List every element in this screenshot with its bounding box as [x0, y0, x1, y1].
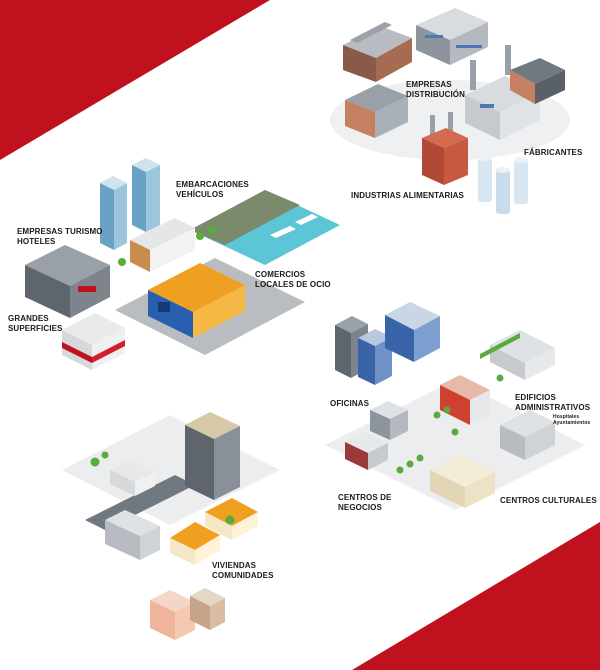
label-line: NEGOCIOS: [338, 503, 382, 512]
industry-cluster: [330, 8, 570, 214]
label-line: GRANDES: [8, 314, 49, 323]
label-embarcaciones-vehiculos: EMBARCACIONES VEHÍCULOS: [176, 180, 249, 200]
house-orange-icon: [170, 498, 258, 565]
label-line: Ayuntamientos: [553, 420, 591, 426]
label-line: SUPERFICIES: [8, 324, 63, 333]
label-line: INDUSTRIAS ALIMENTARIAS: [351, 191, 464, 200]
label-line: EMBARCACIONES: [176, 180, 249, 189]
town-hall-icon: [500, 410, 555, 460]
label-oficinas: OFICINAS: [330, 399, 369, 409]
big-box-store-icon: [25, 245, 110, 318]
label-edificios-administrativos: EDIFICIOS ADMINISTRATIVOS: [515, 393, 590, 413]
housing-cluster: [62, 412, 280, 640]
label-line: FÁBRICANTES: [524, 148, 583, 157]
residential-block-icon: [105, 510, 160, 560]
apartment-tower-icon: [185, 412, 240, 500]
villa-icon: [110, 460, 155, 496]
office-tower-icon: [335, 302, 440, 385]
label-line: CENTROS CULTURALES: [500, 496, 597, 505]
label-line: VIVIENDAS: [212, 561, 257, 570]
boat-icon: [270, 214, 318, 238]
label-centros-culturales: CENTROS CULTURALES: [500, 496, 597, 506]
business-center-icon: [345, 401, 408, 470]
label-line: COMERCIOS: [255, 270, 306, 279]
label-centros-negocios: CENTROS DE NEGOCIOS: [338, 493, 391, 513]
label-grandes-superficies: GRANDES SUPERFICIES: [8, 314, 62, 334]
cultural-center-icon: [430, 455, 495, 508]
harbor-ground: [190, 190, 340, 265]
housing-ground: [62, 415, 280, 525]
hotel-building-icon: [130, 218, 195, 272]
label-empresas-turismo-hoteles: EMPRESAS TURISMO HOTELES: [17, 227, 103, 247]
label-line: EMPRESAS TURISMO: [17, 227, 103, 236]
small-store-icon: [62, 313, 125, 370]
label-empresas-distribucion: EMPRESAS DISTRIBUCIÓN: [406, 80, 465, 100]
silo-icon: [478, 155, 528, 214]
label-line: LOCALES DE OCIO: [255, 280, 331, 289]
label-viviendas-comunidades: VIVIENDAS COMUNIDADES: [212, 561, 274, 581]
fire-station-icon: [440, 375, 490, 425]
label-line: ADMINISTRATIVOS: [515, 403, 591, 412]
chimney-factory-icon: [465, 45, 565, 140]
label-industrias-alimentarias: INDUSTRIAS ALIMENTARIAS: [351, 191, 464, 201]
label-line: EMPRESAS: [406, 80, 452, 89]
label-comercios-locales-ocio: COMERCIOS LOCALES DE OCIO: [255, 270, 331, 290]
commerce-cluster: [25, 158, 340, 370]
label-line: Hospitales: [553, 414, 580, 420]
hotel-tower-icon: [100, 158, 160, 250]
label-line: CENTROS DE: [338, 493, 392, 502]
bottom-right-red-triangle: [352, 522, 600, 670]
label-line: VEHÍCULOS: [176, 190, 224, 199]
hospital-building-icon: [480, 330, 555, 380]
label-line: DISTRIBUCIÓN: [406, 90, 465, 99]
label-line: EDIFICIOS: [515, 393, 556, 402]
label-hospitales-ayuntamientos: Hospitales Ayuntamientos: [553, 414, 590, 426]
label-line: COMUNIDADES: [212, 571, 274, 580]
top-left-red-triangle: [0, 0, 270, 160]
label-fabricantes: FÁBRICANTES: [524, 148, 582, 158]
services-cluster: [325, 302, 585, 510]
label-line: OFICINAS: [330, 399, 370, 408]
mall-building-icon: [148, 263, 245, 338]
label-line: HOTELES: [17, 237, 56, 246]
community-apartments-icon: [150, 588, 225, 640]
warehouse-icon: [343, 22, 412, 82]
factory-building-icon: [416, 8, 488, 65]
distribution-building-icon: [345, 84, 408, 138]
brick-factory-icon: [422, 112, 468, 185]
